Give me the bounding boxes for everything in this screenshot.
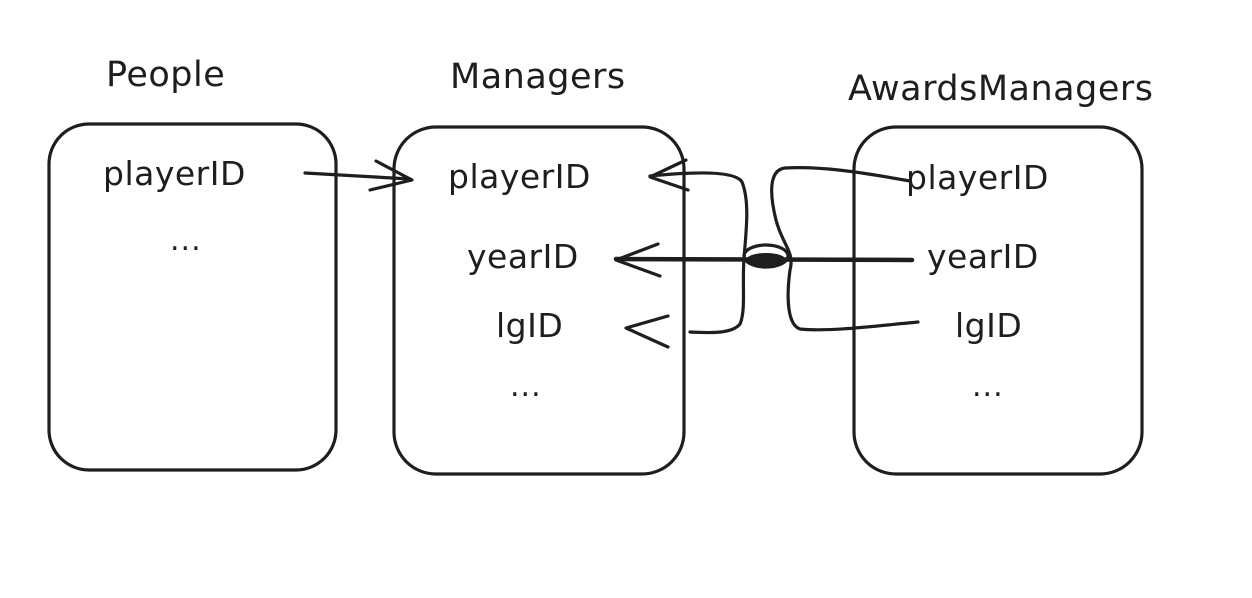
people-field-playerid: playerID [103,154,246,193]
managers-field-lgid: lgID [496,306,564,345]
awards-managers-box [852,125,1144,476]
awards-managers-title: AwardsManagers [848,69,1154,109]
people-box [47,122,338,472]
connector-awards-lgid [648,171,749,335]
arrowhead-people-to-managers [368,159,414,192]
arrowhead-managers-yearid [614,242,662,278]
awards-managers-field-lgid: lgID [955,306,1023,345]
arrowhead-managers-playerid [648,158,690,192]
managers-title: Managers [450,57,626,97]
junction-fill [746,253,786,267]
people-field-more: ... [170,223,202,258]
arrow-people-to-managers-playerid [303,171,412,181]
managers-field-more: ... [510,369,542,404]
awards-managers-field-yearid: yearID [927,237,1039,276]
awards-managers-field-playerid: playerID [906,158,1049,197]
awards-managers-field-more: ... [972,369,1004,404]
people-title: People [106,55,226,95]
arrowhead-managers-lgid [624,314,670,349]
managers-field-playerid: playerID [448,157,591,196]
managers-field-yearid: yearID [467,237,579,276]
connector-awards-playerid [770,166,920,332]
managers-box [392,125,686,476]
